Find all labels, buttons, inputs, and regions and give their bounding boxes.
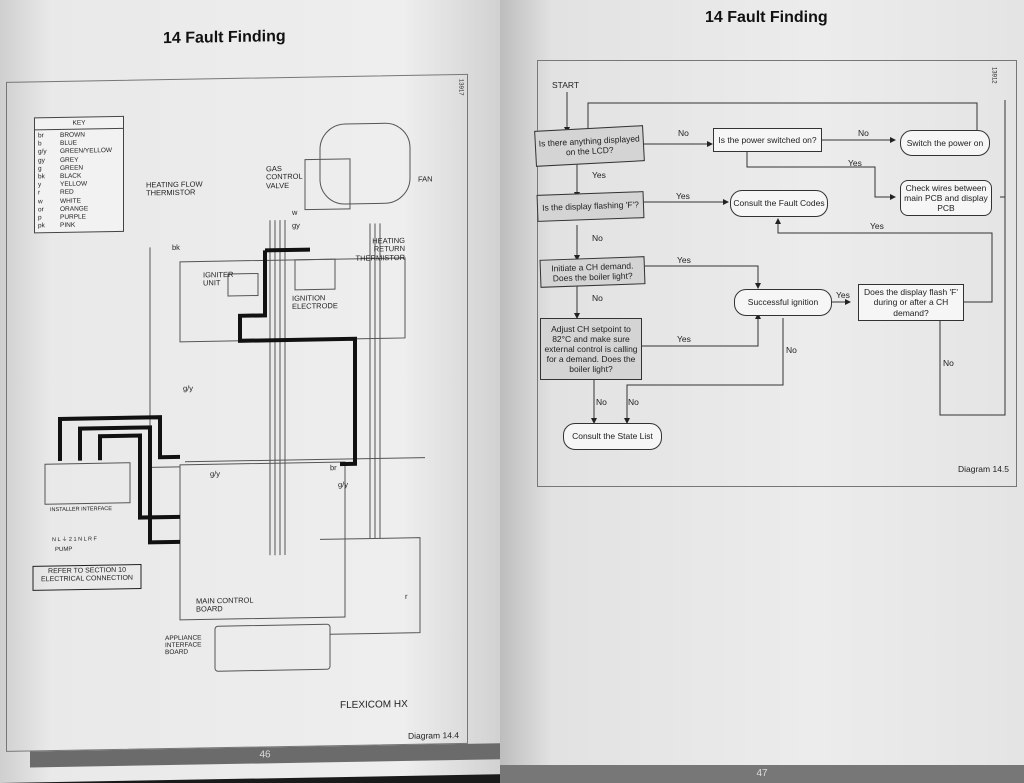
yes-label: Yes <box>676 191 690 201</box>
no-label: No <box>943 358 954 368</box>
gas-valve-shape <box>304 158 351 211</box>
yes-label: Yes <box>592 170 606 180</box>
label-appliance-interface-board: APPLIANCE INTERFACE BOARD <box>165 634 202 657</box>
fan-shape <box>319 122 411 205</box>
decision-display-flashing: Is the display flashing 'F'? <box>536 191 645 222</box>
wire-code: g/y <box>210 469 221 479</box>
no-label: No <box>786 345 797 355</box>
wire-code: g/y <box>338 479 349 490</box>
label-pump: PUMP <box>55 546 73 554</box>
page-number: 46 <box>259 749 271 761</box>
decision-ch-demand: Initiate a CH demand. Does the boiler li… <box>539 256 646 288</box>
wire-code: br <box>330 463 337 473</box>
no-label: No <box>678 128 689 138</box>
page-title: 14 Fault Finding <box>705 9 828 26</box>
label-main-control-board: MAIN CONTROL BOARD <box>196 595 254 614</box>
action-consult-fault-codes: Consult the Fault Codes <box>730 190 828 217</box>
electrode-shape <box>294 258 336 291</box>
no-label: No <box>592 293 603 303</box>
no-label: No <box>858 128 869 138</box>
yes-label: Yes <box>677 255 691 265</box>
action-check-wires: Check wires between main PCB and display… <box>900 180 992 216</box>
page-number: 47 <box>756 768 768 779</box>
flowchart-connectors <box>564 92 1006 424</box>
yes-label: Yes <box>677 334 691 344</box>
label-refer-section: REFER TO SECTION 10 ELECTRICAL CONNECTIO… <box>41 566 133 583</box>
label-fan: FAN <box>418 174 433 184</box>
label-heating-flow-thermistor: HEATING FLOW THERMISTOR <box>146 179 203 198</box>
igniter-unit-shape <box>227 272 259 297</box>
flowchart-frame <box>537 60 1017 487</box>
no-label: No <box>596 397 607 407</box>
wire-code: r <box>405 591 408 601</box>
label-gas-control-valve: GAS CONTROL VALVE <box>266 164 303 190</box>
label-igniter-unit: IGNITER UNIT <box>203 269 234 288</box>
start-label: START <box>552 80 580 90</box>
action-consult-state-list: Consult the State List <box>563 423 662 450</box>
diagram-caption: Diagram 14.5 <box>958 464 1010 474</box>
wire-code: gy <box>292 220 300 230</box>
diagram-caption: Diagram 14.4 <box>408 729 460 741</box>
wire-code: w <box>292 207 298 217</box>
decision-adjust-setpoint: Adjust CH setpoint to 82°C and make sure… <box>540 318 642 380</box>
appliance-interface-board-shape <box>214 623 331 672</box>
action-successful-ignition: Successful ignition <box>734 289 832 316</box>
wire-code: g/y <box>183 383 194 393</box>
model-name: FLEXICOM HX <box>340 698 408 712</box>
decision-flash-after-demand: Does the display flash 'F' during or aft… <box>858 284 964 321</box>
label-heating-return-thermistor: HEATING RETURN THERMISTOR <box>355 235 405 263</box>
installer-interface-shape <box>44 462 131 505</box>
no-label: No <box>592 233 603 243</box>
wiring-drawing <box>32 122 425 672</box>
decision-power-on: Is the power switched on? <box>713 128 822 152</box>
label-installer-interface: INSTALLER INTERFACE <box>50 506 112 514</box>
wire-code: bk <box>172 242 180 252</box>
refer-box <box>32 564 142 591</box>
no-label: No <box>628 397 639 407</box>
label-terminals: N L ⏚ 2 1 N L R F <box>52 536 97 544</box>
right-page: 14 Fault Finding 13912 START Is there an… <box>500 0 1024 783</box>
yes-label: Yes <box>870 221 884 231</box>
yes-label: Yes <box>848 158 862 168</box>
yes-label: Yes <box>836 290 850 300</box>
decision-lcd-displayed: Is there anything displayed on the LCD? <box>534 125 645 167</box>
label-ignition-electrode: IGNITION ELECTRODE <box>292 293 338 312</box>
action-switch-power-on: Switch the power on <box>900 130 990 156</box>
page-footer: 47 <box>500 765 1024 783</box>
